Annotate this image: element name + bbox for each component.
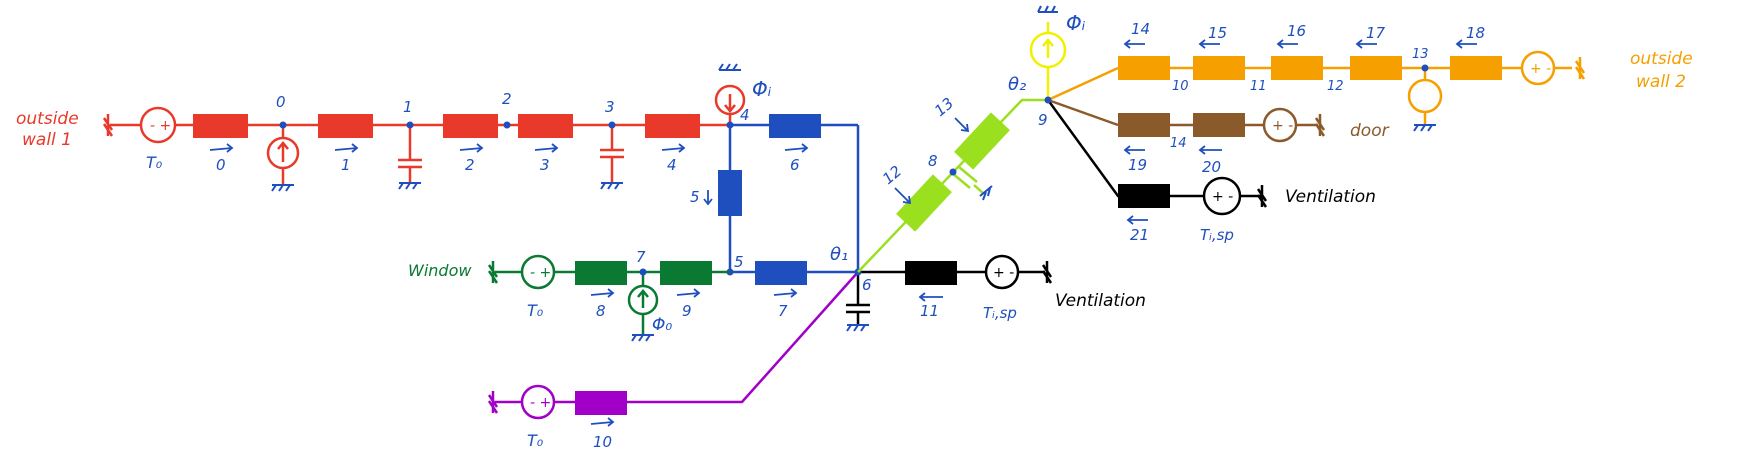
branch-label-15: 15 <box>1208 24 1227 42</box>
node-label-12: 12 <box>1327 79 1344 94</box>
branch-label-6: 6 <box>790 156 800 174</box>
ventilation-1-resistor <box>905 261 957 285</box>
phi-o-label: Φ₀ <box>652 315 672 335</box>
window-resistors <box>575 261 712 285</box>
node-label-7: 7 <box>636 248 646 266</box>
svg-text:- +: - + <box>150 118 171 134</box>
branch-label-20: 20 <box>1202 158 1221 176</box>
direction-arrows <box>209 39 1477 427</box>
indoor-resistors <box>718 114 821 285</box>
node-label-9: 9 <box>1038 111 1048 129</box>
outside-wall-1-line2: wall 1 <box>22 130 72 150</box>
node-label-8: 8 <box>928 152 938 170</box>
node-labels: 0 1 2 3 4 5 6 7 8 9 10 11 12 13 14 <box>276 47 1429 294</box>
node-8-dot <box>949 168 957 176</box>
node-7-dot <box>639 268 647 276</box>
ventilation-2-label: Ventilation <box>1285 187 1376 207</box>
branch-label-9: 9 <box>682 302 692 320</box>
branch-label-1: 1 <box>341 156 351 174</box>
branch-label-3: 3 <box>540 156 550 174</box>
svg-text:- +: - + <box>530 265 551 281</box>
branch-label-4: 4 <box>667 156 677 174</box>
node-label-2: 2 <box>502 90 512 108</box>
outside-wall-1-label: outside wall 1 <box>16 109 79 150</box>
wall-2-ground <box>1413 124 1436 132</box>
svg-text:+ -: + - <box>1272 118 1293 134</box>
branch-label-11: 11 <box>920 302 939 320</box>
svg-text:+ -: + - <box>993 265 1014 281</box>
svg-text:+ -: + - <box>1212 189 1233 205</box>
window-label: Window <box>408 261 472 280</box>
branch-label-14: 14 <box>1131 20 1150 38</box>
node-label-11: 11 <box>1250 79 1267 94</box>
node-8-ground <box>979 185 993 201</box>
branch-labels: 0 1 2 3 4 5 6 7 8 9 10 11 12 13 14 15 16… <box>216 20 1485 451</box>
branch-label-5: 5 <box>690 188 700 206</box>
ti-sp-2-label: Tᵢ,sp <box>1200 226 1234 244</box>
node-label-13: 13 <box>1412 47 1429 62</box>
svg-text:+ -: + - <box>1530 61 1551 77</box>
window-ground <box>631 334 654 342</box>
outside-wall-1-line1: outside <box>16 109 79 129</box>
node-6-ground <box>846 324 869 332</box>
node-label-1: 1 <box>403 98 413 116</box>
branch-label-16: 16 <box>1287 22 1306 40</box>
phi-top-branch <box>1029 22 1067 100</box>
branch-label-12: 12 <box>879 162 905 188</box>
door-label: door <box>1350 121 1390 141</box>
phi-i-top-label: Φᵢ <box>1066 11 1086 35</box>
outside-wall-2-label: outside wall 2 <box>1630 49 1693 92</box>
door-resistors <box>1118 113 1245 137</box>
wall-link-branch <box>857 98 1048 273</box>
branch-label-13: 13 <box>931 94 957 120</box>
t0-window-label: T₀ <box>527 301 544 320</box>
node-label-5: 5 <box>734 253 744 271</box>
node-9-dot <box>1044 96 1052 104</box>
branch-label-0: 0 <box>216 156 226 174</box>
outside-wall-2-line1: outside <box>1630 49 1693 69</box>
svg-text:- +: - + <box>530 395 551 411</box>
wall-1-resistors <box>193 114 700 138</box>
ventilation-2-resistor <box>1118 184 1170 208</box>
branch-label-19: 19 <box>1128 156 1147 174</box>
wall-2-resistors <box>1118 56 1502 80</box>
wall-1-branch <box>102 84 746 185</box>
branch-label-8: 8 <box>596 302 606 320</box>
branch-label-21: 21 <box>1130 226 1149 244</box>
branch-label-7: 7 <box>778 302 788 320</box>
node-label-0: 0 <box>276 93 286 111</box>
phi-top-ground <box>1037 5 1058 13</box>
t0-bottom-label: T₀ <box>527 431 544 450</box>
branch-label-2: 2 <box>465 156 475 174</box>
node-13-dot <box>1421 64 1429 72</box>
theta-1-label: θ₁ <box>830 244 848 265</box>
branch-label-17: 17 <box>1366 24 1386 42</box>
node-label-6: 6 <box>862 276 872 294</box>
ti-sp-1-label: Tᵢ,sp <box>983 304 1017 322</box>
node-label-14: 14 <box>1170 136 1187 151</box>
node-label-4: 4 <box>740 106 750 124</box>
ventilation-1-branch <box>846 254 1053 325</box>
t0-wall-1-label: T₀ <box>146 153 163 172</box>
phi-i-wall-label: Φᵢ <box>752 77 772 101</box>
wall-link-resistors <box>896 112 1010 232</box>
theta-2-label: θ₂ <box>1008 74 1026 95</box>
bottom-resistor <box>575 391 627 415</box>
node-label-10: 10 <box>1172 79 1189 94</box>
node-label-3: 3 <box>605 98 615 116</box>
ventilation-1-label: Ventilation <box>1055 291 1146 311</box>
branch-label-10: 10 <box>593 433 612 451</box>
outside-wall-2-line2: wall 2 <box>1636 72 1686 92</box>
source-signs: - + - + - + + - + - + - + - <box>150 61 1551 411</box>
branch-label-18: 18 <box>1466 24 1485 42</box>
ground-symbols <box>271 63 741 192</box>
